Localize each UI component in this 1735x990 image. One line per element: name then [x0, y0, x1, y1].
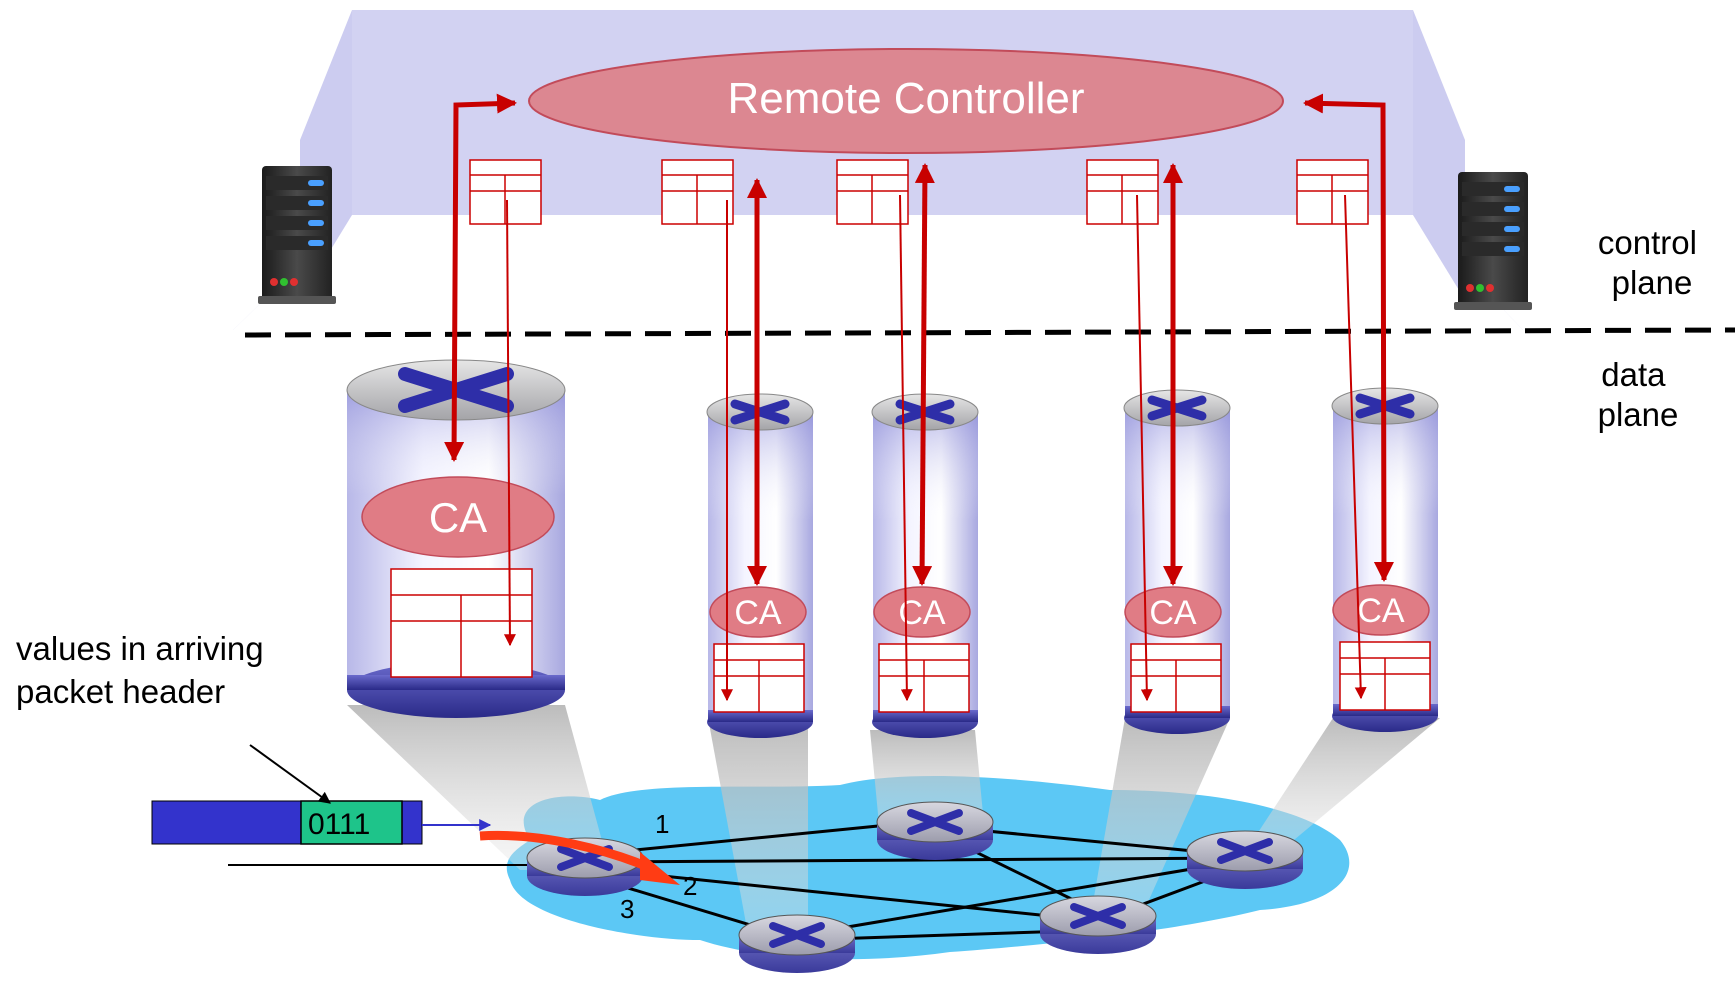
server-icon-right — [1454, 172, 1532, 310]
beam-4 — [1090, 718, 1230, 920]
control-channel-arrows — [444, 93, 1394, 586]
control-agent-4 — [1124, 586, 1222, 638]
packet-annotation: values in arriving packet header — [16, 630, 273, 710]
server-icon-left — [258, 166, 336, 304]
plane-separator — [244, 327, 1735, 338]
control-agent-large-label: CA — [429, 494, 487, 541]
flow-table-2 — [713, 643, 805, 713]
beam-1 — [347, 705, 610, 870]
controller-flow-table-4 — [1086, 159, 1159, 225]
flow-table-3 — [878, 643, 970, 713]
port-label-2: 2 — [683, 871, 697, 901]
remote-controller — [528, 48, 1284, 154]
remote-controller-label: Remote Controller — [727, 74, 1084, 123]
router-ingress — [526, 837, 644, 896]
control-plane-label: control plane — [1598, 224, 1706, 301]
beam-5 — [1240, 718, 1440, 860]
forwarding-arrowhead — [640, 852, 680, 885]
controller-flow-table-1 — [469, 159, 542, 225]
router-bottom-right — [1039, 895, 1157, 954]
port-label-3: 3 — [620, 894, 634, 924]
controller-flow-table-2 — [661, 159, 734, 225]
control-agent-3 — [873, 586, 971, 638]
annotation-pointer — [249, 744, 331, 804]
controller-flow-table-5 — [1296, 159, 1369, 225]
packet-header-value: 0111 — [308, 808, 370, 841]
router-bottom — [738, 914, 856, 973]
control-plane-right-wall — [1413, 10, 1465, 300]
forwarding-arrow — [479, 830, 657, 875]
control-agent-2-label: CA — [734, 594, 782, 632]
port-label-1: 1 — [655, 809, 669, 839]
control-agent-4-label: CA — [1149, 594, 1197, 632]
router-right — [1186, 830, 1304, 889]
flow-table-5 — [1339, 641, 1431, 711]
control-agent-large — [361, 476, 555, 558]
controller-flow-table-3 — [836, 159, 909, 225]
packet-header-field — [300, 800, 403, 845]
control-agent-2 — [709, 586, 807, 638]
control-plane-lower-fade — [233, 215, 1523, 330]
control-agent-5-label: CA — [1357, 592, 1405, 630]
flow-table-large — [390, 568, 533, 678]
router-top — [876, 801, 994, 860]
data-plane-label: data plane — [1598, 356, 1679, 433]
flow-table-4 — [1130, 643, 1222, 713]
